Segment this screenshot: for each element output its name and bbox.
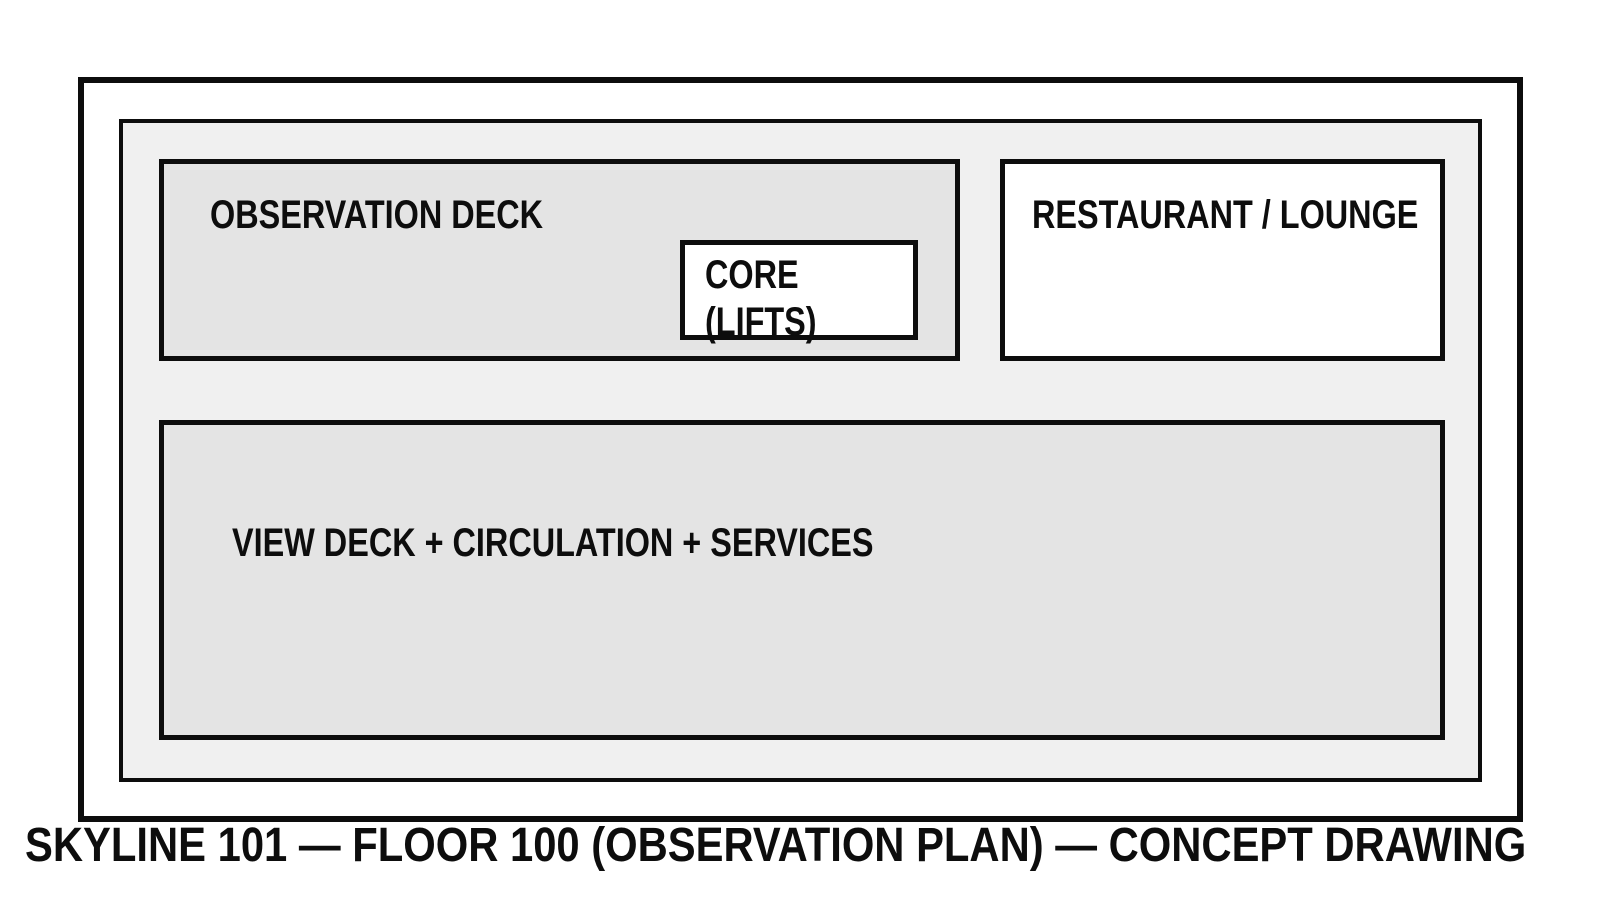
observation-deck-label: OBSERVATION DECK	[210, 193, 544, 237]
room-view-deck-circulation-services: VIEW DECK + CIRCULATION + SERVICES	[159, 420, 1445, 740]
core-lifts-label: CORE(LIFTS)	[705, 252, 817, 346]
room-restaurant-lounge: RESTAURANT / LOUNGE	[1000, 159, 1445, 361]
core-label-line1: CORE	[705, 253, 799, 297]
room-core-lifts: CORE(LIFTS)	[680, 240, 918, 344]
restaurant-lounge-label: RESTAURANT / LOUNGE	[1032, 193, 1419, 237]
core-label-line2: (LIFTS)	[705, 300, 817, 344]
drawing-caption: SKYLINE 101 — FLOOR 100 (OBSERVATION PLA…	[25, 819, 1527, 872]
view-deck-label: VIEW DECK + CIRCULATION + SERVICES	[232, 521, 874, 565]
